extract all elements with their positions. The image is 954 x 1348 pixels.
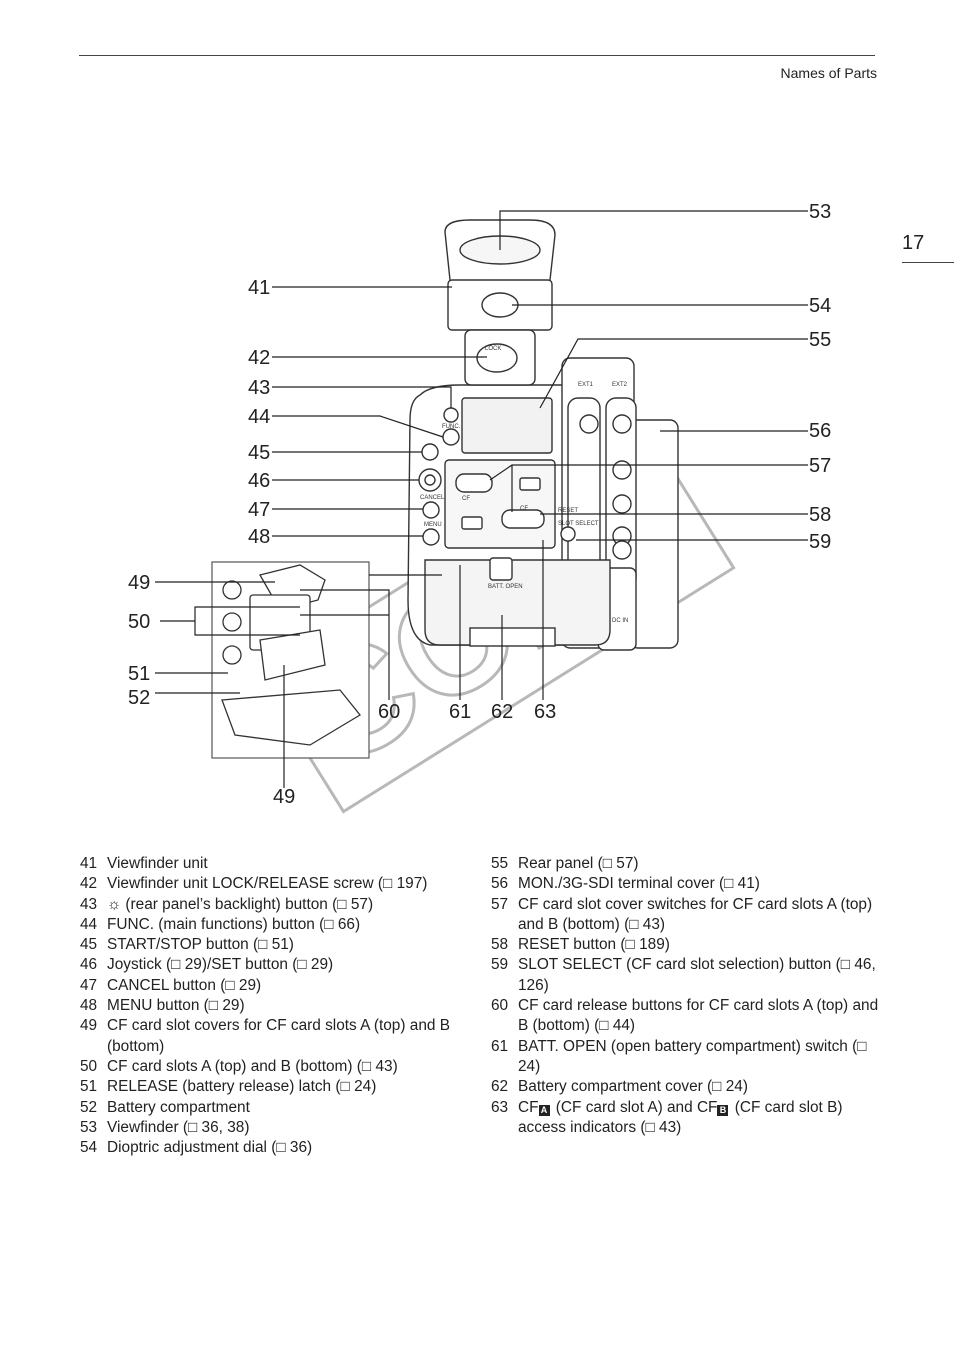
- ext1-label: EXT1: [578, 382, 594, 388]
- cfa-label: CF: [462, 496, 470, 502]
- callout-60: 60: [378, 701, 400, 723]
- callout-59: 59: [809, 531, 831, 553]
- page-number-rule: [902, 262, 954, 263]
- legend-item: 43☼ (rear panel’s backlight) button (□ 5…: [80, 895, 374, 913]
- callout-63: 63: [534, 701, 556, 723]
- leader-lines: [155, 210, 808, 788]
- cf-a-badge: A: [538, 1104, 550, 1116]
- callout-51: 51: [128, 663, 150, 685]
- ext2-label: EXT2: [612, 382, 628, 388]
- cfb-label: CF: [520, 506, 528, 512]
- func-label: FUNC.: [442, 424, 461, 430]
- header-rule: [79, 55, 875, 56]
- callout-46: 46: [248, 470, 270, 492]
- side-buttons: [418, 407, 632, 560]
- callout-62: 62: [491, 701, 513, 723]
- batt-open-label: BATT. OPEN: [488, 584, 523, 590]
- reset-label: RESET: [558, 508, 578, 514]
- callout-54: 54: [809, 295, 831, 317]
- camera-rear-diagram: COPY: [128, 201, 831, 814]
- callout-52: 52: [128, 687, 150, 709]
- cancel-label: CANCEL: [420, 495, 445, 501]
- callout-56: 56: [809, 420, 831, 442]
- callout-41: 41: [248, 277, 270, 299]
- callout-42: 42: [248, 347, 270, 369]
- callout-58: 58: [809, 504, 831, 526]
- lock-label: LOCK: [485, 346, 501, 352]
- callout-55: 55: [809, 329, 831, 351]
- viewfinder-unit: [444, 219, 556, 386]
- callout-61: 61: [449, 701, 471, 723]
- camera-body: [407, 357, 679, 651]
- callout-numbers: 41 42 43 44 45 46 47 48 49 50 51 52 53 5…: [128, 201, 831, 808]
- callout-47: 47: [248, 499, 270, 521]
- callout-53: 53: [809, 201, 831, 223]
- callout-50: 50: [128, 611, 150, 633]
- callout-57: 57: [809, 455, 831, 477]
- callout-44: 44: [248, 406, 270, 428]
- inset-cf-battery-detail: [211, 561, 370, 759]
- slot-select-label: SLOT SELECT: [558, 521, 599, 527]
- menu-label: MENU: [424, 522, 442, 528]
- dc-in-label: DC IN: [612, 618, 628, 624]
- page-number: 17: [902, 232, 925, 254]
- callout-48: 48: [248, 526, 270, 548]
- page-header-title: Names of Parts: [780, 65, 877, 81]
- callout-45: 45: [248, 442, 270, 464]
- callout-43: 43: [248, 377, 270, 399]
- cf-b-badge: B: [717, 1104, 729, 1116]
- callout-49-bottom: 49: [273, 786, 295, 808]
- callout-49-top: 49: [128, 572, 150, 594]
